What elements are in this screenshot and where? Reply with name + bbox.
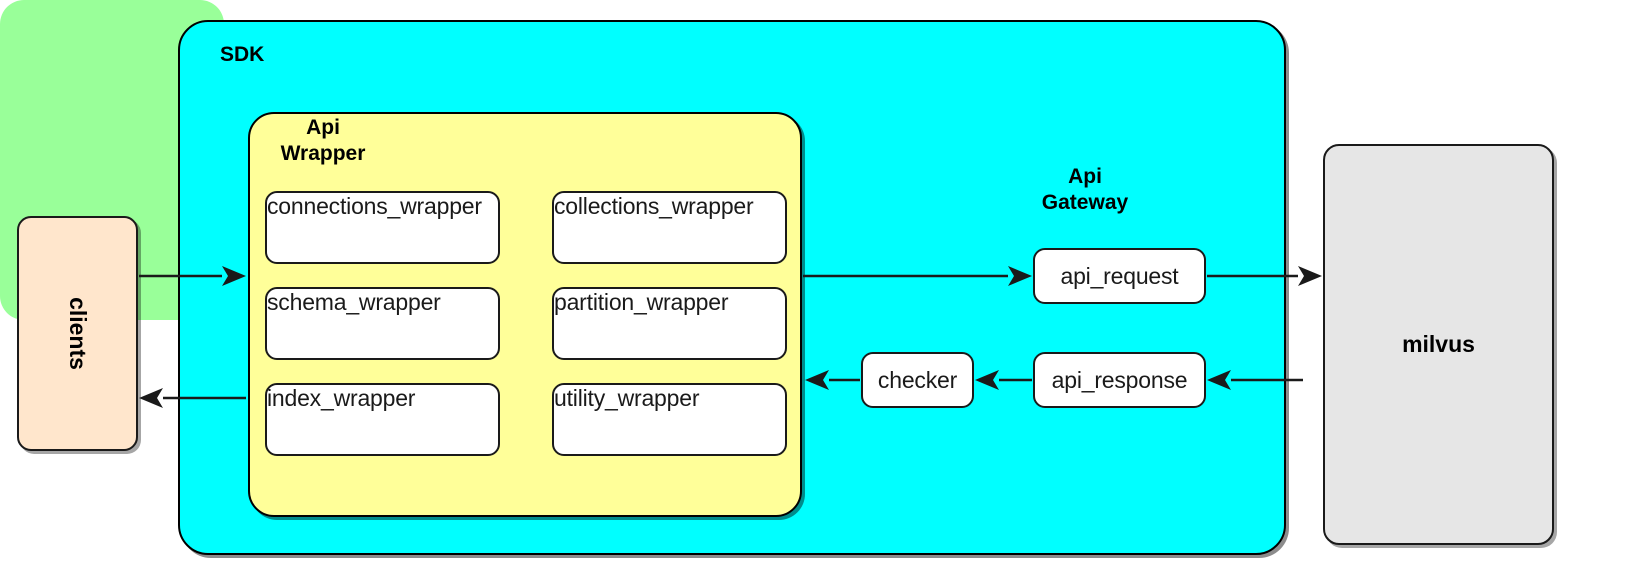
partition-wrapper-box[interactable]: partition_wrapper	[552, 287, 787, 360]
collections-wrapper-box[interactable]: collections_wrapper	[552, 191, 787, 264]
api-request-box[interactable]: api_request	[1033, 248, 1206, 304]
milvus-box[interactable]: milvus	[1323, 144, 1554, 545]
clients-box[interactable]: clients	[17, 216, 138, 451]
checker-box[interactable]: checker	[861, 352, 974, 408]
clients-label: clients	[65, 297, 91, 370]
connections-wrapper-box[interactable]: connections_wrapper	[265, 191, 500, 264]
schema-wrapper-box[interactable]: schema_wrapper	[265, 287, 500, 360]
milvus-label: milvus	[1402, 331, 1475, 357]
api-response-box[interactable]: api_response	[1033, 352, 1206, 408]
utility-wrapper-box[interactable]: utility_wrapper	[552, 383, 787, 456]
index-wrapper-box[interactable]: index_wrapper	[265, 383, 500, 456]
